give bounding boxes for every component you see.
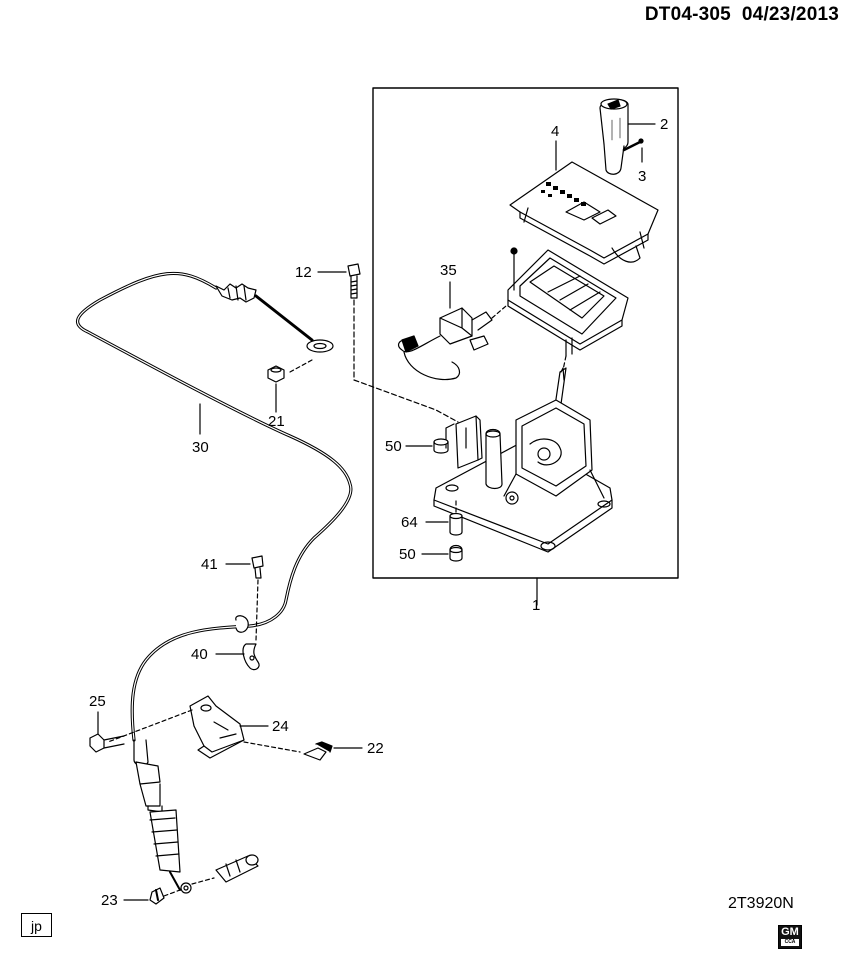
shift-knob-part <box>599 98 629 175</box>
rod-dashed-guide <box>562 355 567 371</box>
callout-2: 2 <box>660 116 669 133</box>
callout-3: 3 <box>638 168 647 185</box>
clip-23-part <box>149 887 165 905</box>
clip-22-dashed <box>243 741 301 753</box>
nut-21-part <box>267 365 285 383</box>
fitting-dashed <box>191 877 215 885</box>
shift-cable-part <box>75 271 353 894</box>
figure-id: 2T3920N <box>728 895 794 912</box>
callout-50-lower: 50 <box>399 546 416 563</box>
shift-gate-housing-part <box>507 247 629 357</box>
indicator-plate-part <box>509 161 659 265</box>
nut-21-dashed-path <box>289 359 313 373</box>
language-tag: jp <box>21 913 52 937</box>
clip-22-part <box>303 741 333 761</box>
callout-40: 40 <box>191 646 208 663</box>
gm-logo: GM CCA <box>778 925 802 949</box>
callout-64: 64 <box>401 514 418 531</box>
callout-23: 23 <box>101 892 118 909</box>
clip-23-dashed <box>163 889 181 897</box>
bolt-41-dashed <box>255 579 259 641</box>
bracket-24-part <box>189 695 245 759</box>
bracket-24-dashed <box>107 709 193 743</box>
callout-50-upper: 50 <box>385 438 402 455</box>
callout-4: 4 <box>551 123 560 140</box>
callout-21: 21 <box>268 413 285 430</box>
callout-30: 30 <box>192 439 209 456</box>
callout-12: 12 <box>295 264 312 281</box>
callout-24: 24 <box>272 718 289 735</box>
spacer-64-part <box>449 512 463 536</box>
callout-1: 1 <box>532 597 541 614</box>
bolt-12-part <box>347 263 361 299</box>
callout-41: 41 <box>201 556 218 573</box>
shifter-assembly-frame <box>372 87 679 579</box>
bolt-12-dashed-path <box>353 299 459 423</box>
drawing-header: DT04-305 04/23/2013 <box>645 4 839 26</box>
bolt-25-part <box>89 733 125 753</box>
cable-end-fitting-part <box>215 854 259 883</box>
drawing-date: 04/23/2013 <box>741 4 839 25</box>
shifter-base-part <box>433 399 613 553</box>
drawing-code: DT04-305 <box>644 4 731 25</box>
shift-lock-switch-part <box>397 305 507 381</box>
gm-logo-subtext: CCA <box>781 939 799 946</box>
callout-25: 25 <box>89 693 106 710</box>
washer-50-lower-part <box>449 544 463 562</box>
knob-pin-part <box>622 138 644 152</box>
bolt-41-part <box>251 555 264 579</box>
clip-40-part <box>242 643 260 671</box>
gm-logo-text: GM <box>781 926 799 938</box>
washer-50-upper-part <box>433 438 449 454</box>
callout-22: 22 <box>367 740 384 757</box>
callout-35: 35 <box>440 262 457 279</box>
